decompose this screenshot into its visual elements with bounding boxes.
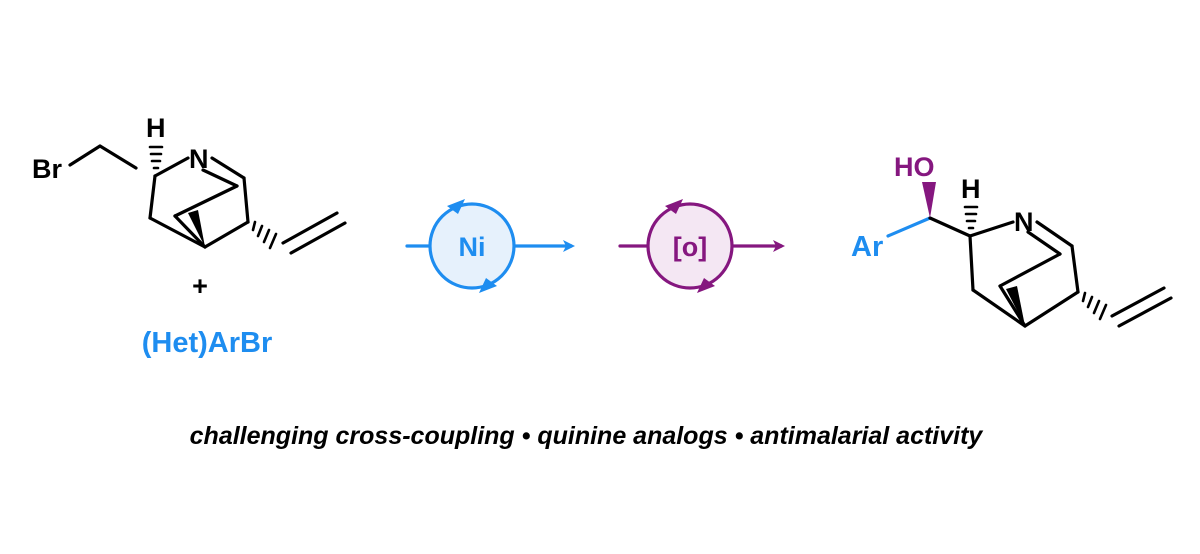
wedge-bond	[188, 210, 205, 247]
hashed-bond-h	[148, 145, 164, 170]
product-hydroxyl-label: HO	[894, 152, 935, 182]
cycle-arrowhead-bottom	[479, 278, 497, 293]
reactant-hydrogen-label: H	[146, 113, 166, 143]
nickel-label: Ni	[459, 232, 486, 262]
reactant-bonds	[68, 144, 347, 255]
reactant-bromine-label: Br	[32, 154, 62, 184]
nickel-step: Ni	[405, 199, 575, 293]
cycle-arrowhead-top	[447, 199, 465, 214]
product-bonds	[886, 216, 1173, 328]
product-aryl-label: Ar	[851, 231, 883, 263]
wedge-bond	[1006, 286, 1025, 326]
reactant-nitrogen-label: N	[189, 144, 209, 174]
product-molecule: HO Ar N H	[851, 152, 1173, 328]
cycle-arrowhead-top	[665, 199, 683, 214]
hashed-bond-vinyl	[1081, 291, 1108, 321]
scheme-caption: challenging cross-coupling • quinine ana…	[190, 422, 984, 450]
plus-sign: +	[192, 271, 208, 301]
product-nitrogen-label: N	[1014, 207, 1034, 237]
hashed-bond-vinyl	[251, 220, 278, 250]
reactant-molecule: Br N H	[32, 113, 347, 255]
oxidation-step: [o]	[618, 199, 785, 293]
product-hydrogen-label: H	[961, 174, 981, 204]
coupling-partner-label: (Het)ArBr	[142, 327, 273, 359]
cycle-arrowhead-bottom	[697, 278, 715, 293]
oxidation-label: [o]	[673, 232, 707, 262]
wedge-bond-hydroxyl	[922, 182, 936, 218]
hashed-bond-h	[963, 205, 979, 230]
